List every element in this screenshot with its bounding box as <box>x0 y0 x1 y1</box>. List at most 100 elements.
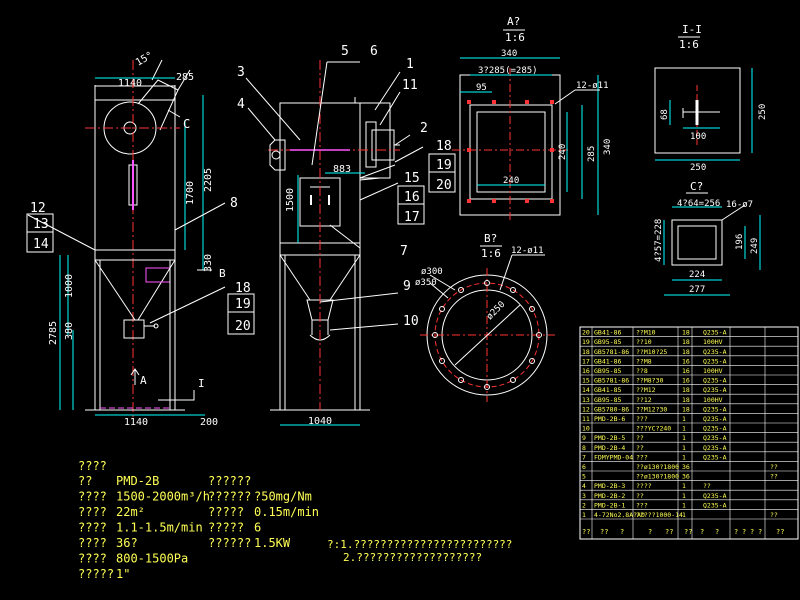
bom-cell: ?? <box>636 434 644 442</box>
note-line-2: 2.??????????????????? <box>343 551 482 564</box>
callout-18-side: 18 <box>436 139 452 154</box>
bom-cell: GB41-85 <box>594 386 621 394</box>
bom-cell: ??M12?30 <box>636 405 667 413</box>
view-i-title: I-I <box>682 23 702 36</box>
spec-label: ???? <box>78 490 107 504</box>
callout-5: 5 <box>341 44 349 59</box>
bom-cell: ?? <box>703 482 711 490</box>
callout-11: 11 <box>402 78 418 93</box>
spec-label: ????? <box>78 567 114 581</box>
bom-cell: 1 <box>682 511 686 519</box>
bom-cell: ???? <box>636 482 652 490</box>
view-c <box>663 204 761 296</box>
spec-label-2: ?????? <box>208 474 251 488</box>
callout-3: 3 <box>237 65 245 80</box>
bom-cell: ??? <box>636 415 648 423</box>
view-i-dim-250v: 250 <box>758 104 768 120</box>
note-line-1: ?:1.???????????????????????? <box>327 538 512 551</box>
view-a-dim-240v: 240 <box>558 144 568 160</box>
bom-cell: ??ø130?1800 <box>636 473 679 481</box>
dim-2205: 2205 <box>203 168 214 192</box>
marker-b: B <box>219 267 226 280</box>
bom-cell: Q235-A <box>703 415 727 423</box>
dim-380: 380 <box>64 322 75 340</box>
spec-value-2: 1.5KW <box>254 536 291 550</box>
bom-cell: 36 <box>682 473 690 481</box>
dim-883: 883 <box>333 164 351 175</box>
bom-cell: Q235-A <box>703 453 727 461</box>
bom-cell: ?? <box>636 492 644 500</box>
bom-header-cell: ?? <box>776 528 784 536</box>
callout-7: 7 <box>400 244 408 259</box>
bom-cell: 5 <box>582 473 586 481</box>
spec-value-2: 0.15m/min <box>254 505 319 519</box>
view-a-dim-95: 95 <box>476 83 487 93</box>
view-a <box>452 57 600 220</box>
view-a-dim-240h: 240 <box>503 176 519 186</box>
dim-bottom-width: 1140 <box>124 417 148 428</box>
spec-label: ???? <box>78 521 107 535</box>
dim-330: 330 <box>203 254 214 272</box>
bom-cell: 3 <box>582 492 586 500</box>
callout-2: 2 <box>420 121 428 136</box>
bom-cell: 12 <box>582 405 590 413</box>
spec-label: ???? <box>78 505 107 519</box>
bom-cell: 4 <box>582 482 586 490</box>
marker-a: A <box>140 374 147 387</box>
spec-label: ???? <box>78 552 107 566</box>
view-a-scale: 1:6 <box>505 31 525 44</box>
view-a-holes: 12-ø11 <box>576 81 609 91</box>
bom-cell: ??M12 <box>636 386 656 394</box>
view-b-d250: ø250 <box>485 300 507 322</box>
bom-header-cell: ? <box>750 528 754 536</box>
bom-header-cell: ? <box>620 528 624 536</box>
bom-cell: Q235-A <box>703 377 727 385</box>
bom-header-cell: ? <box>734 528 738 536</box>
bom-cell: 9 <box>582 434 586 442</box>
bom-cell: ?? <box>770 463 778 471</box>
bom-cell: 1 <box>682 434 686 442</box>
bom-cell: ??10 <box>636 338 652 346</box>
view-i-dim-250h: 250 <box>690 163 706 173</box>
bom-cell: 15 <box>582 377 590 385</box>
bom-table <box>579 326 799 540</box>
specs-heading: ???? <box>78 459 107 473</box>
bom-cell: 100HV <box>703 338 723 346</box>
bom-cell: 16 <box>682 377 690 385</box>
bom-header-cell: ?? <box>582 528 590 536</box>
dim-offset: 285 <box>176 72 194 83</box>
bom-cell: 19 <box>582 338 590 346</box>
dim-angle: 15° <box>134 50 155 69</box>
view-b <box>420 254 555 402</box>
view-a-title: A? <box>507 15 520 28</box>
callout-4: 4 <box>237 97 245 112</box>
bom-cell: Q235-A <box>703 492 727 500</box>
callout-13: 13 <box>33 217 49 232</box>
bom-cell: 36 <box>682 463 690 471</box>
bom-cell: ??? <box>636 453 648 461</box>
bom-cell: Q235-A <box>703 444 727 452</box>
bom-cell: 14 <box>582 386 590 394</box>
callout-14: 14 <box>33 237 49 252</box>
bom-header-cell: ? <box>648 528 652 536</box>
side-view <box>245 60 424 426</box>
spec-value: 1" <box>116 567 130 581</box>
bom-cell: GB5781-86 <box>594 348 629 356</box>
bom-cell: 18 <box>582 348 590 356</box>
bom-cell: 18 <box>682 386 690 394</box>
bom-cell: GB41-86 <box>594 329 621 337</box>
bom-cell: 18 <box>682 348 690 356</box>
spec-value: 800-1500Pa <box>116 552 188 566</box>
dim-top-width: 1140 <box>118 78 142 89</box>
bom-cell: 10 <box>582 425 590 433</box>
bom-cell: 1 <box>582 511 586 519</box>
bom-cell: ??M8?30 <box>636 377 663 385</box>
bom-cell: 4-72No2.8A?AD <box>594 511 645 519</box>
view-c-196: 196 <box>735 234 745 250</box>
bom-cell: 8 <box>582 444 586 452</box>
bom-header-cell: ? <box>758 528 762 536</box>
spec-value: 36? <box>116 536 138 550</box>
bom-cell: 100HV <box>703 367 723 375</box>
bom-header-cell: ? <box>700 528 704 536</box>
bom-cell: ?? <box>770 511 778 519</box>
